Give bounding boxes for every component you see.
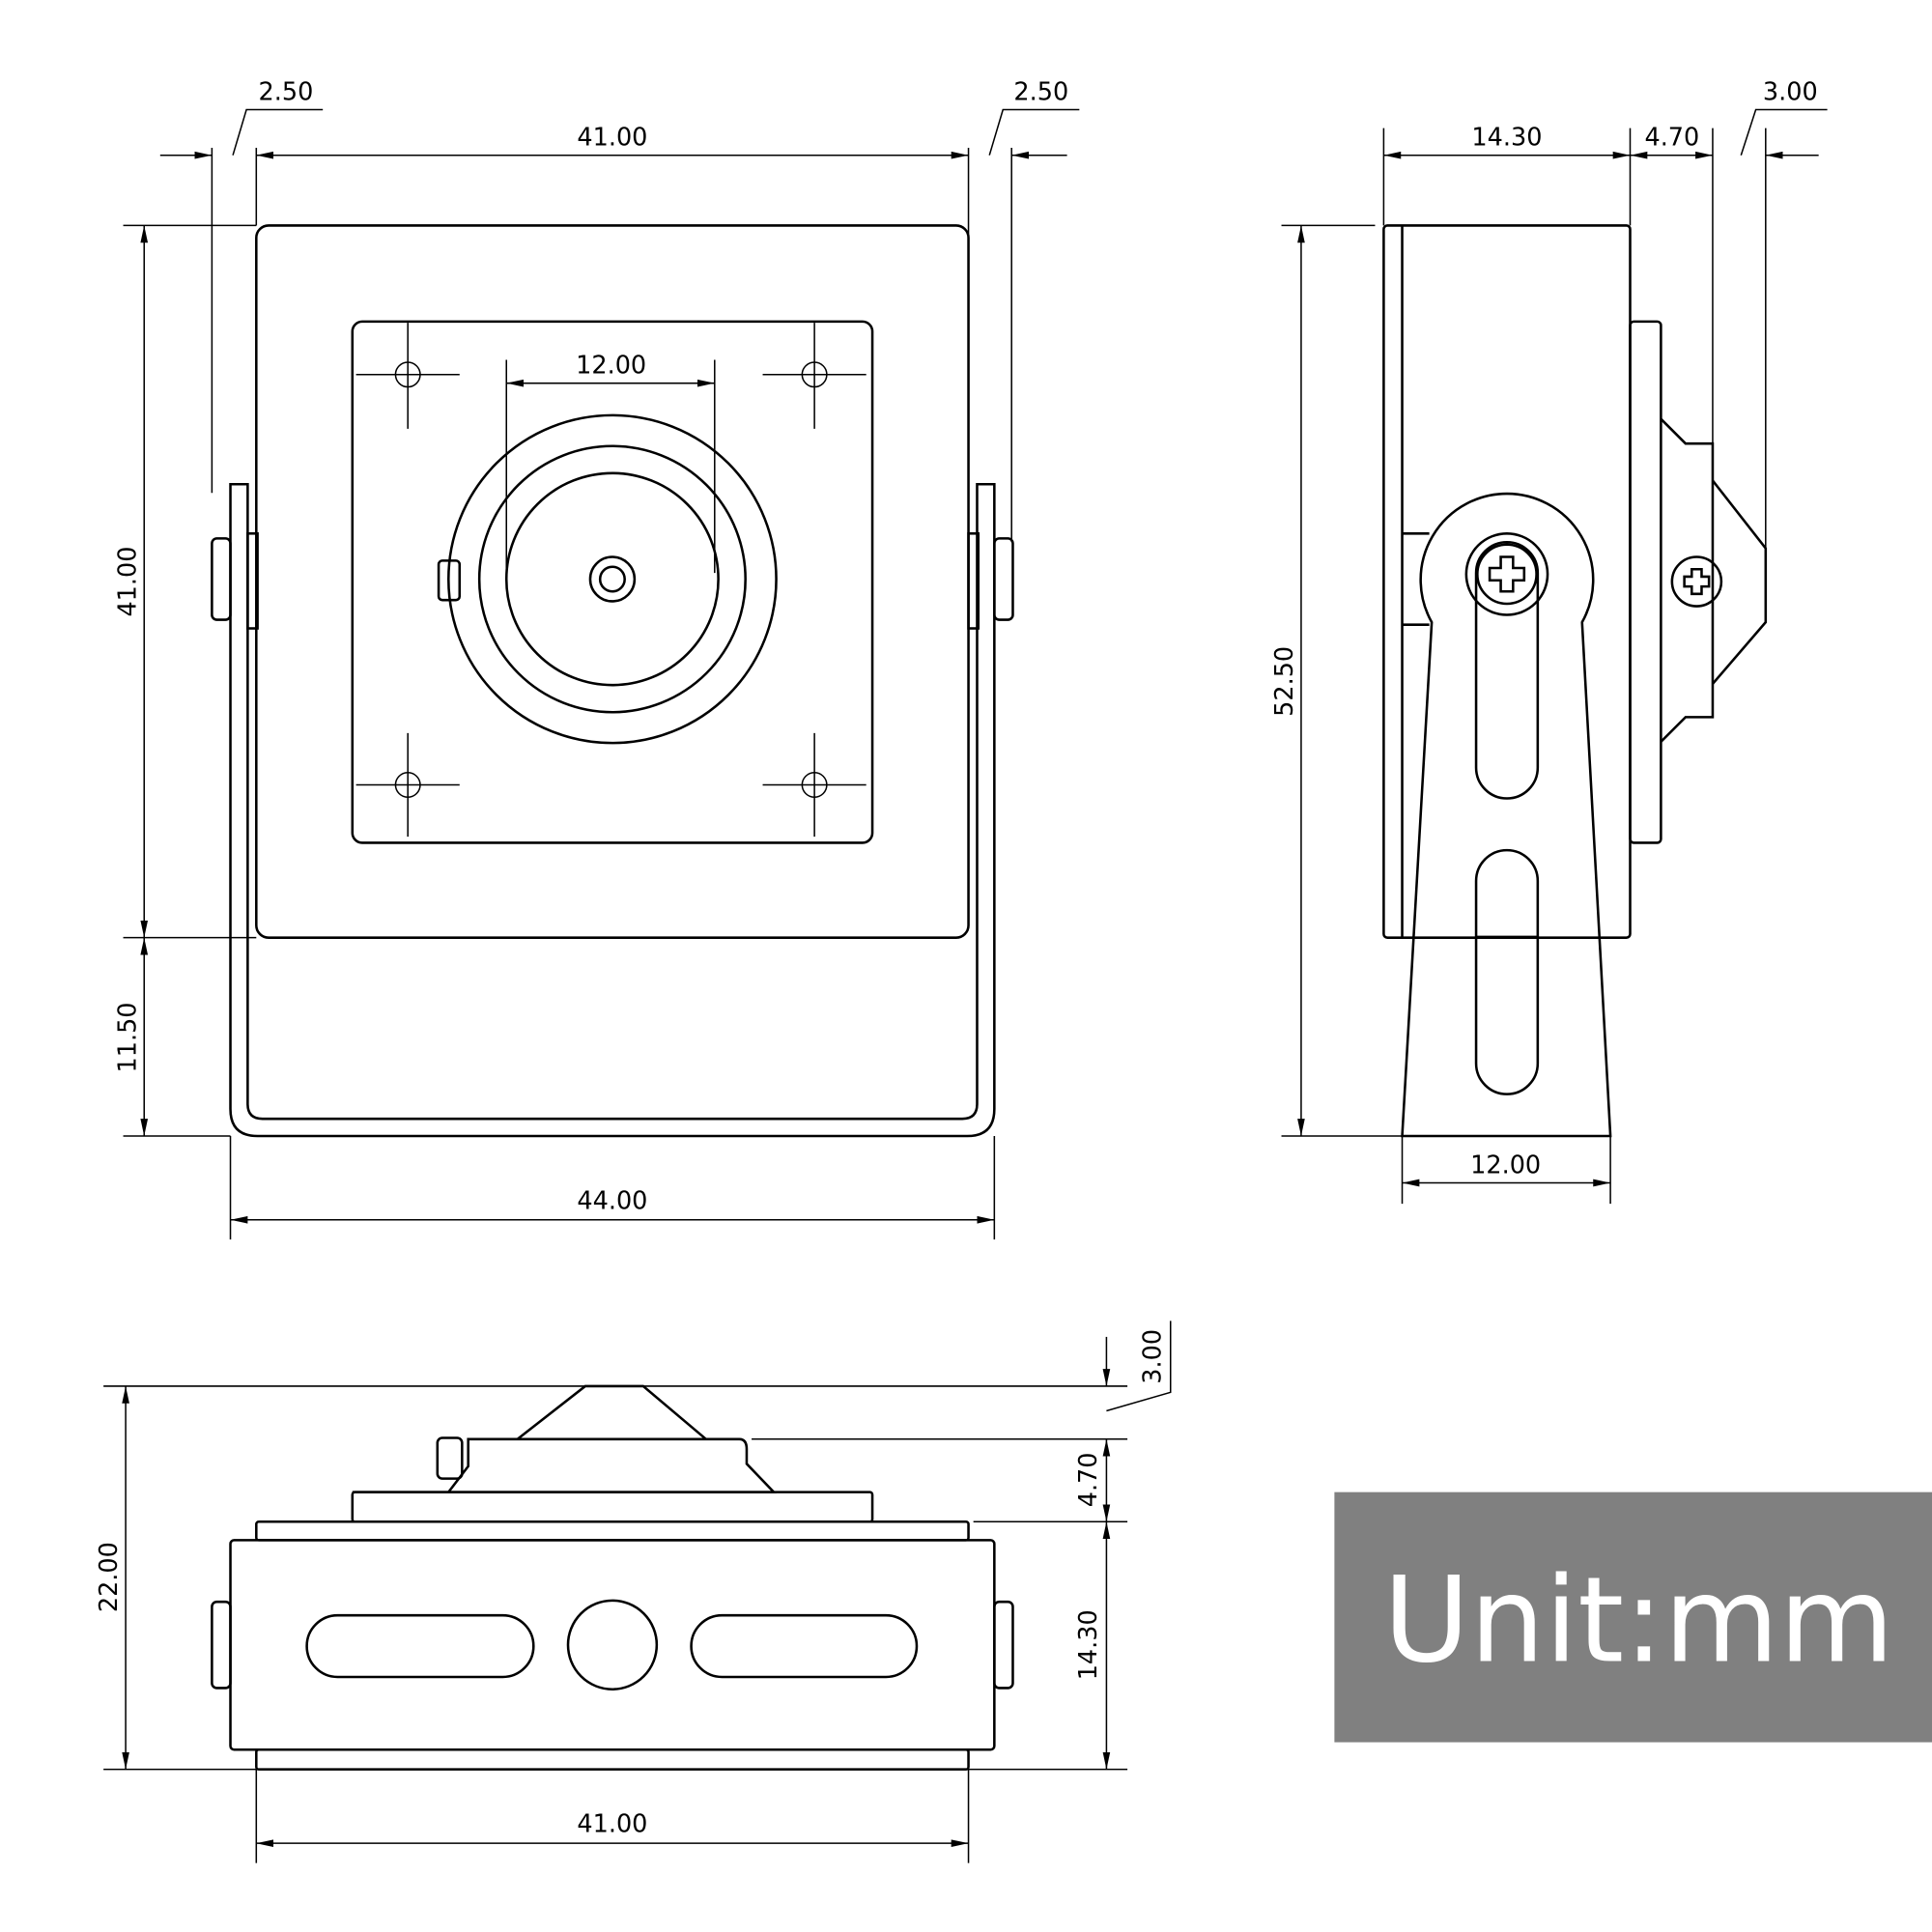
dim-bottom-width: 41.00 — [577, 1810, 647, 1839]
dim-front-bracket-height: 11.50 — [113, 1002, 142, 1072]
unit-label-box: Unit:mm — [1334, 1492, 1932, 1743]
dim-bottom-depth-lens: 4.70 — [1074, 1452, 1103, 1507]
unit-label: Unit:mm — [1383, 1550, 1894, 1689]
front-view: 41.00 2.50 2.50 41.00 11.50 44.00 12.00 — [113, 77, 1080, 1240]
dim-front-width: 41.00 — [577, 124, 647, 153]
dim-side-depth-body: 14.30 — [1471, 124, 1542, 153]
dim-front-offset-right: 2.50 — [1013, 77, 1068, 106]
dim-bottom-total-height: 22.00 — [95, 1542, 124, 1612]
dim-side-depth-lens: 4.70 — [1644, 124, 1699, 153]
dim-side-bracket-width: 12.00 — [1470, 1151, 1541, 1179]
dim-front-offset-left: 2.50 — [259, 77, 314, 106]
dim-bottom-depth-tip: 3.00 — [1139, 1329, 1168, 1384]
side-view: 14.30 4.70 3.00 52.50 12.00 — [1270, 77, 1828, 1205]
dim-bottom-depth-body: 14.30 — [1074, 1609, 1103, 1680]
dim-lens-diameter: 12.00 — [576, 351, 646, 380]
dim-side-depth-tip: 3.00 — [1763, 77, 1818, 106]
bottom-view: 3.00 4.70 14.30 22.00 41.00 — [95, 1321, 1172, 1863]
dim-front-height: 41.00 — [113, 547, 142, 617]
dim-front-total-width: 44.00 — [577, 1186, 647, 1215]
dim-side-total-height: 52.50 — [1270, 646, 1299, 717]
